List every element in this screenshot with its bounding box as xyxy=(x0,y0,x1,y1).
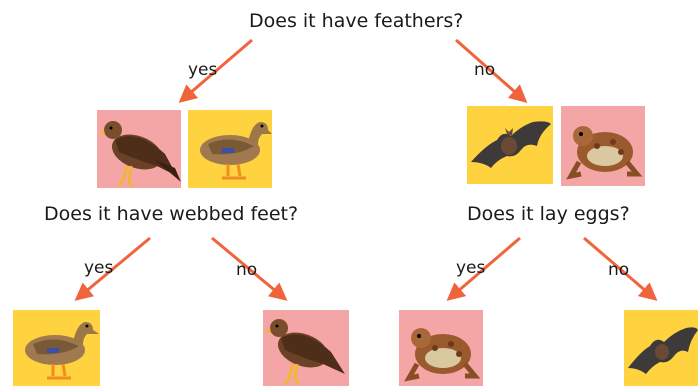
bat-icon xyxy=(467,106,553,184)
root-no-label: no xyxy=(474,62,495,79)
duck-icon xyxy=(188,110,272,188)
right-no-label: no xyxy=(608,262,629,279)
duck-result-tile xyxy=(13,310,100,386)
root-question: Does it have feathers? xyxy=(249,12,463,31)
eagle-tile xyxy=(97,110,181,188)
toad-result-tile xyxy=(399,310,483,386)
duck-icon xyxy=(13,310,100,386)
left-no-label: no xyxy=(236,262,257,279)
root-yes-label: yes xyxy=(188,62,217,79)
duck-tile xyxy=(188,110,272,188)
toad-icon xyxy=(561,106,645,186)
right-question: Does it lay eggs? xyxy=(467,205,630,224)
left-yes-label: yes xyxy=(84,260,113,277)
eagle-icon xyxy=(263,310,349,386)
eagle-result-tile xyxy=(263,310,349,386)
bat-result-tile xyxy=(624,310,698,386)
bat-icon xyxy=(624,310,698,386)
bat-tile xyxy=(467,106,553,184)
toad-icon xyxy=(399,310,483,386)
toad-tile xyxy=(561,106,645,186)
left-question: Does it have webbed feet? xyxy=(44,205,298,224)
eagle-icon xyxy=(97,110,181,188)
right-yes-label: yes xyxy=(456,260,485,277)
